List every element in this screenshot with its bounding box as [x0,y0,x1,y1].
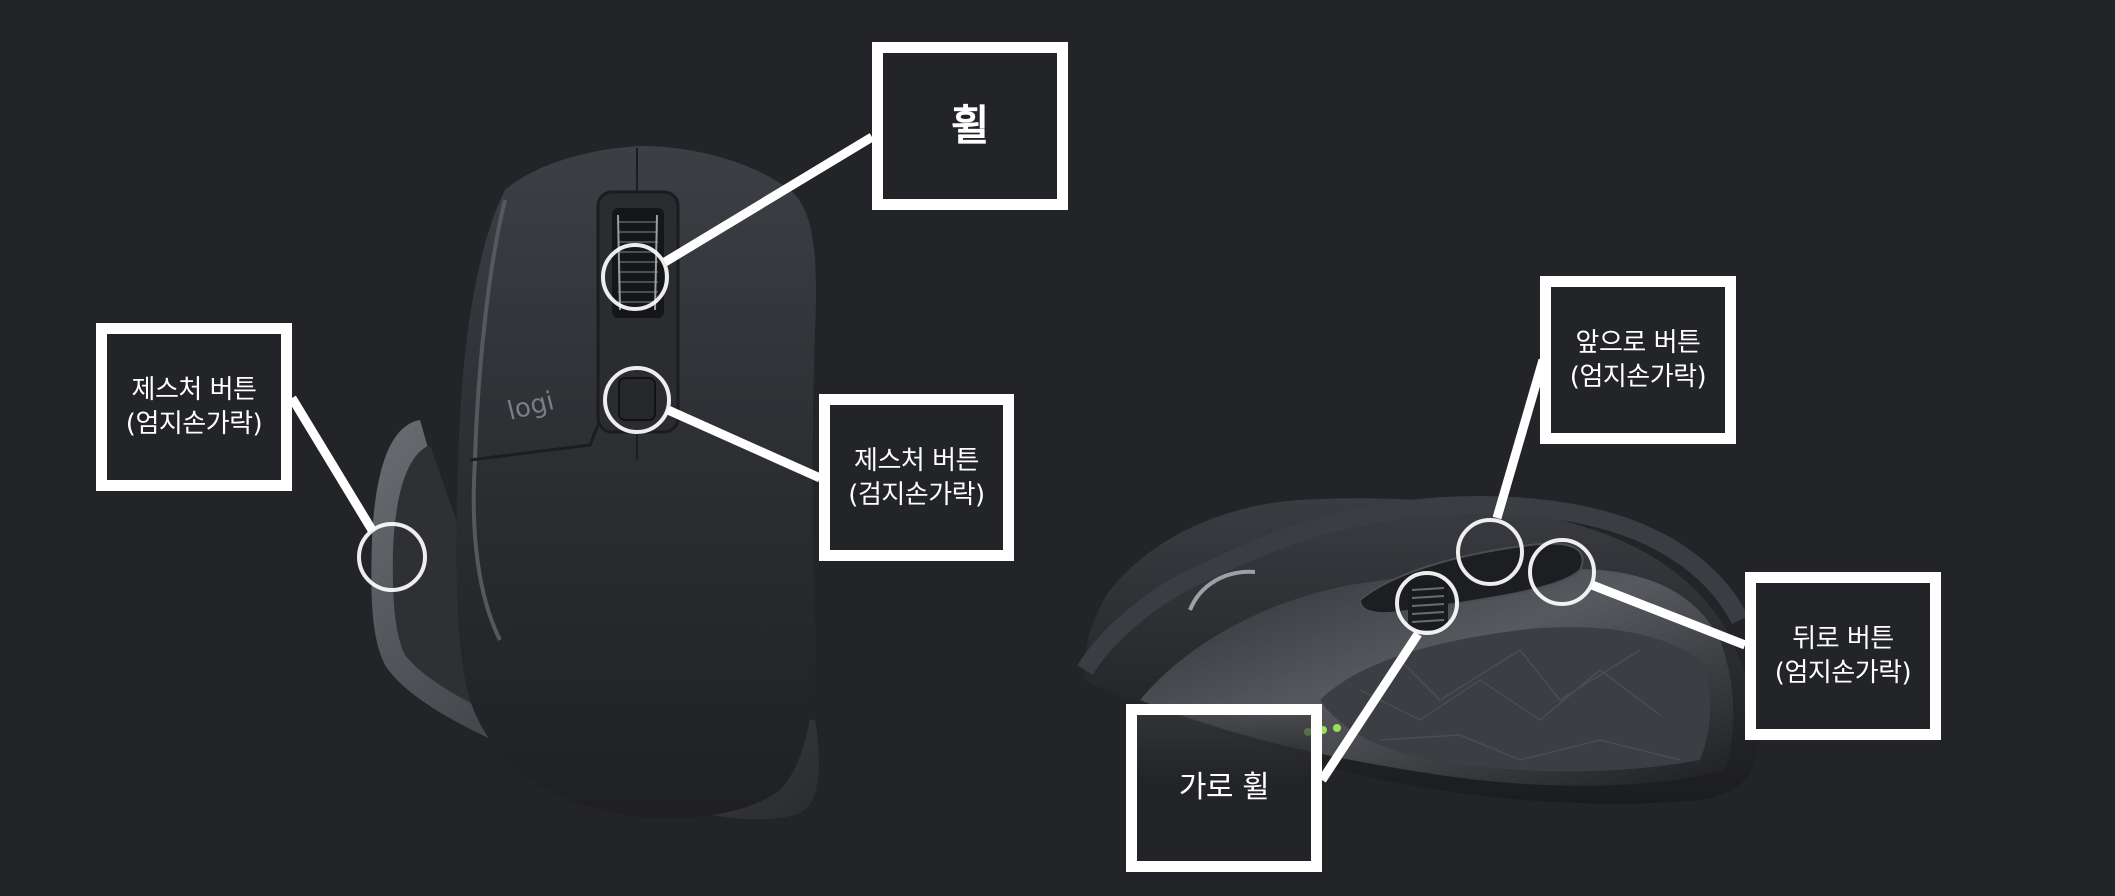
callout-gesture-thumb-label: 제스처 버튼 (엄지손가락) [125,375,263,439]
leader-line-back [1590,580,1747,650]
leader-line-gesture-index [666,405,822,483]
callout-thumb-wheel: 가로 휠 [1126,704,1322,872]
gesture-index-hotspot [603,366,671,434]
callout-wheel-label: 휠 [950,101,990,150]
callout-back: 뒤로 버튼 (엄지손가락) [1745,572,1941,740]
leader-line-wheel [662,133,875,266]
callout-back-label: 뒤로 버튼 (엄지손가락) [1774,624,1912,688]
leader-lines [288,133,1747,783]
callout-gesture-index-label: 제스처 버튼 (검지손가락) [848,445,985,510]
callout-forward: 앞으로 버튼 (엄지손가락) [1540,276,1736,444]
callout-forward-label: 앞으로 버튼 (엄지손가락) [1569,328,1707,392]
top-view-mouse: logi [371,146,819,820]
forward-hotspot [1456,518,1524,586]
thumb-wheel-hotspot [1395,571,1459,635]
wheel-hotspot [601,243,669,311]
callout-wheel: 휠 [872,42,1068,210]
callout-gesture-index: 제스처 버튼 (검지손가락) [819,394,1014,561]
leader-line-thumb-wheel [1318,631,1422,783]
callout-gesture-thumb: 제스처 버튼 (엄지손가락) [96,323,292,491]
gesture-thumb-hotspot [357,522,427,592]
leader-line-gesture-thumb [288,395,376,533]
leader-line-forward [1492,358,1548,520]
back-hotspot [1528,538,1596,606]
callout-thumb-wheel-label: 가로 휠 [1178,770,1270,805]
